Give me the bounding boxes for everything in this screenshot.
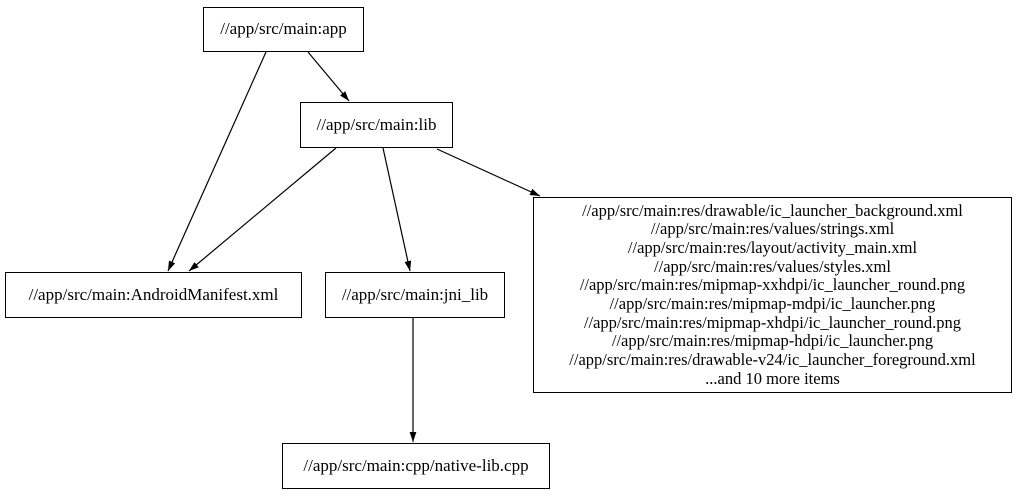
resource-item: //app/src/main:res/layout/activity_main.… — [627, 237, 918, 257]
node-android-manifest-label: //app/src/main:AndroidManifest.xml — [28, 284, 279, 304]
node-jni-lib-label: //app/src/main:jni_lib — [341, 284, 489, 304]
resource-item: //app/src/main:res/mipmap-xhdpi/ic_launc… — [583, 312, 962, 332]
edge-app-to-manifest — [167, 51, 267, 272]
node-app: //app/src/main:app — [203, 7, 364, 52]
resource-item: //app/src/main:res/mipmap-xxhdpi/ic_laun… — [579, 275, 966, 295]
node-jni-lib: //app/src/main:jni_lib — [325, 272, 505, 318]
resources-more-items: ...and 10 more items — [705, 368, 840, 388]
resource-item: //app/src/main:res/values/styles.xml — [654, 256, 891, 276]
edge-lib-to-jni-lib — [382, 147, 412, 272]
node-app-label: //app/src/main:app — [220, 19, 347, 39]
resource-item: //app/src/main:res/drawable/ic_launcher_… — [582, 200, 963, 220]
resource-item: //app/src/main:res/mipmap-mdpi/ic_launch… — [609, 294, 936, 313]
node-native-lib-cpp: //app/src/main:cpp/native-lib.cpp — [282, 443, 550, 489]
node-resources-group: //app/src/main:res/drawable/ic_launcher_… — [533, 197, 1012, 393]
resource-item: //app/src/main:res/values/strings.xml — [650, 219, 895, 239]
resource-item: //app/src/main:res/drawable-v24/ic_launc… — [569, 350, 976, 370]
resource-item: //app/src/main:res/mipmap-hdpi/ic_launch… — [611, 331, 934, 351]
node-native-lib-cpp-label: //app/src/main:cpp/native-lib.cpp — [303, 455, 529, 475]
edge-app-to-lib — [307, 51, 350, 102]
edge-lib-to-manifest — [188, 147, 337, 272]
node-lib: //app/src/main:lib — [300, 102, 453, 148]
node-lib-label: //app/src/main:lib — [316, 114, 437, 134]
edge-lib-to-resources — [436, 148, 541, 197]
node-android-manifest: //app/src/main:AndroidManifest.xml — [5, 272, 302, 318]
